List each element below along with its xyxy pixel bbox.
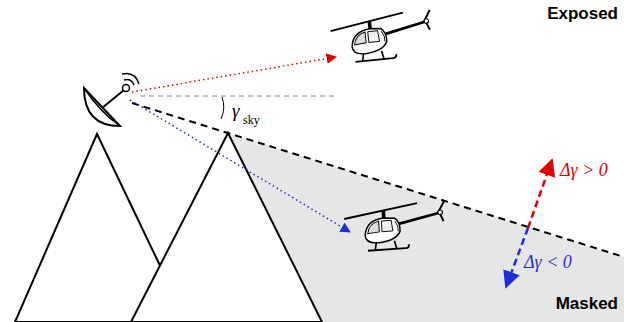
delta-label: Δγ < 0: [524, 252, 572, 274]
radar-dish: [84, 73, 139, 126]
angle-arc: [221, 97, 224, 119]
exposed-ray: [132, 57, 336, 92]
horizon-line: [140, 96, 335, 97]
mountain: [131, 133, 322, 322]
sky-line: [132, 103, 624, 257]
angle-subscript: sky: [243, 113, 260, 127]
positive-arrow: [528, 160, 552, 228]
region-label: Masked: [556, 294, 618, 314]
angle-symbol: γ: [232, 100, 240, 123]
helicopter: [343, 201, 447, 252]
helicopter: [329, 10, 434, 64]
delta-label: Δγ > 0: [560, 160, 608, 182]
region-label: Exposed: [547, 4, 618, 24]
masked-ray: [130, 100, 350, 232]
